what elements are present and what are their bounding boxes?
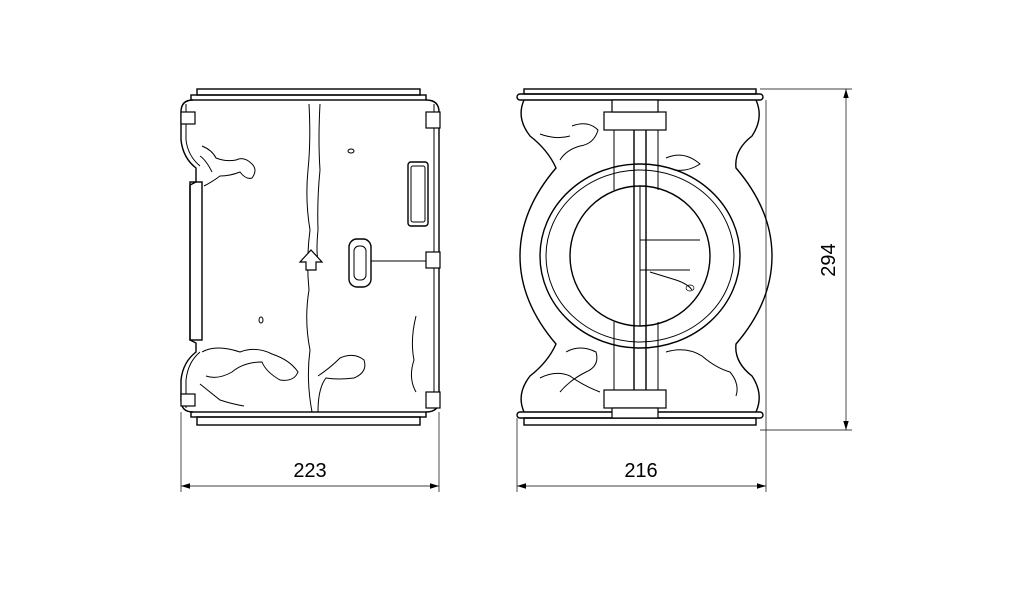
side-casting-top-2 bbox=[199, 155, 213, 173]
front-shaft-end bbox=[685, 284, 695, 292]
side-view bbox=[180, 88, 441, 426]
front-volute-outer bbox=[539, 163, 741, 349]
dimension-side-width: 223 bbox=[180, 412, 440, 492]
side-terminal-box bbox=[407, 161, 429, 227]
side-casting-bottom bbox=[201, 347, 299, 381]
side-terminal-box-inner bbox=[410, 165, 426, 223]
flow-arrow-icon bbox=[298, 249, 324, 271]
side-body-inner-bottom-left bbox=[185, 351, 201, 408]
side-casting-top bbox=[201, 145, 256, 187]
side-knob bbox=[348, 238, 372, 288]
side-left-plate bbox=[189, 181, 203, 341]
height-label: 294 bbox=[818, 243, 840, 276]
front-clamp-neck-top bbox=[613, 130, 659, 190]
front-casting-t2 bbox=[539, 133, 571, 139]
side-tab-top-right bbox=[425, 111, 441, 129]
dimension-height: 294 bbox=[760, 88, 852, 431]
front-clamp-bottom-cap bbox=[611, 407, 659, 419]
front-casting-tr bbox=[665, 154, 701, 171]
side-casting-bottom-2 bbox=[317, 354, 366, 413]
side-width-label: 223 bbox=[293, 460, 326, 482]
side-top-flange-inner bbox=[190, 94, 427, 101]
front-shaft-lines bbox=[640, 239, 700, 291]
dimension-front-width: 216 bbox=[516, 100, 767, 492]
side-tab-bottom-right bbox=[425, 391, 441, 409]
side-casting-bottom-3 bbox=[199, 383, 245, 407]
front-top-flange bbox=[523, 88, 757, 95]
front-clamp-top-cap bbox=[611, 99, 659, 113]
front-casting-br bbox=[665, 349, 738, 397]
front-casting-tl bbox=[559, 123, 599, 161]
front-clamp-neck-bottom bbox=[613, 322, 659, 390]
side-hole-bottom bbox=[258, 316, 264, 324]
side-tab-bottom-left bbox=[180, 393, 196, 407]
side-hole-top bbox=[347, 148, 355, 154]
side-bottom-flange bbox=[196, 416, 421, 426]
side-knob-inner bbox=[353, 245, 367, 281]
side-bottom-flange-inner bbox=[190, 411, 427, 418]
side-top-flange bbox=[196, 88, 421, 96]
front-body-outline bbox=[519, 99, 773, 413]
front-casting-b2 bbox=[539, 372, 601, 393]
side-body-inner-top-left bbox=[185, 104, 201, 167]
side-casting-right bbox=[410, 315, 417, 393]
side-parting-line-2 bbox=[316, 103, 321, 263]
front-clamp-top bbox=[603, 111, 667, 131]
front-view bbox=[516, 88, 773, 426]
side-tab-top-left bbox=[180, 111, 196, 125]
front-bottom-flange bbox=[523, 417, 757, 426]
front-width-label: 216 bbox=[624, 460, 657, 482]
side-tab-mid-right bbox=[425, 251, 441, 269]
front-volute-mid bbox=[545, 169, 735, 343]
front-clamp-bottom bbox=[603, 389, 667, 409]
front-top-flange-outer bbox=[516, 93, 764, 101]
front-casting-bl bbox=[559, 347, 598, 393]
